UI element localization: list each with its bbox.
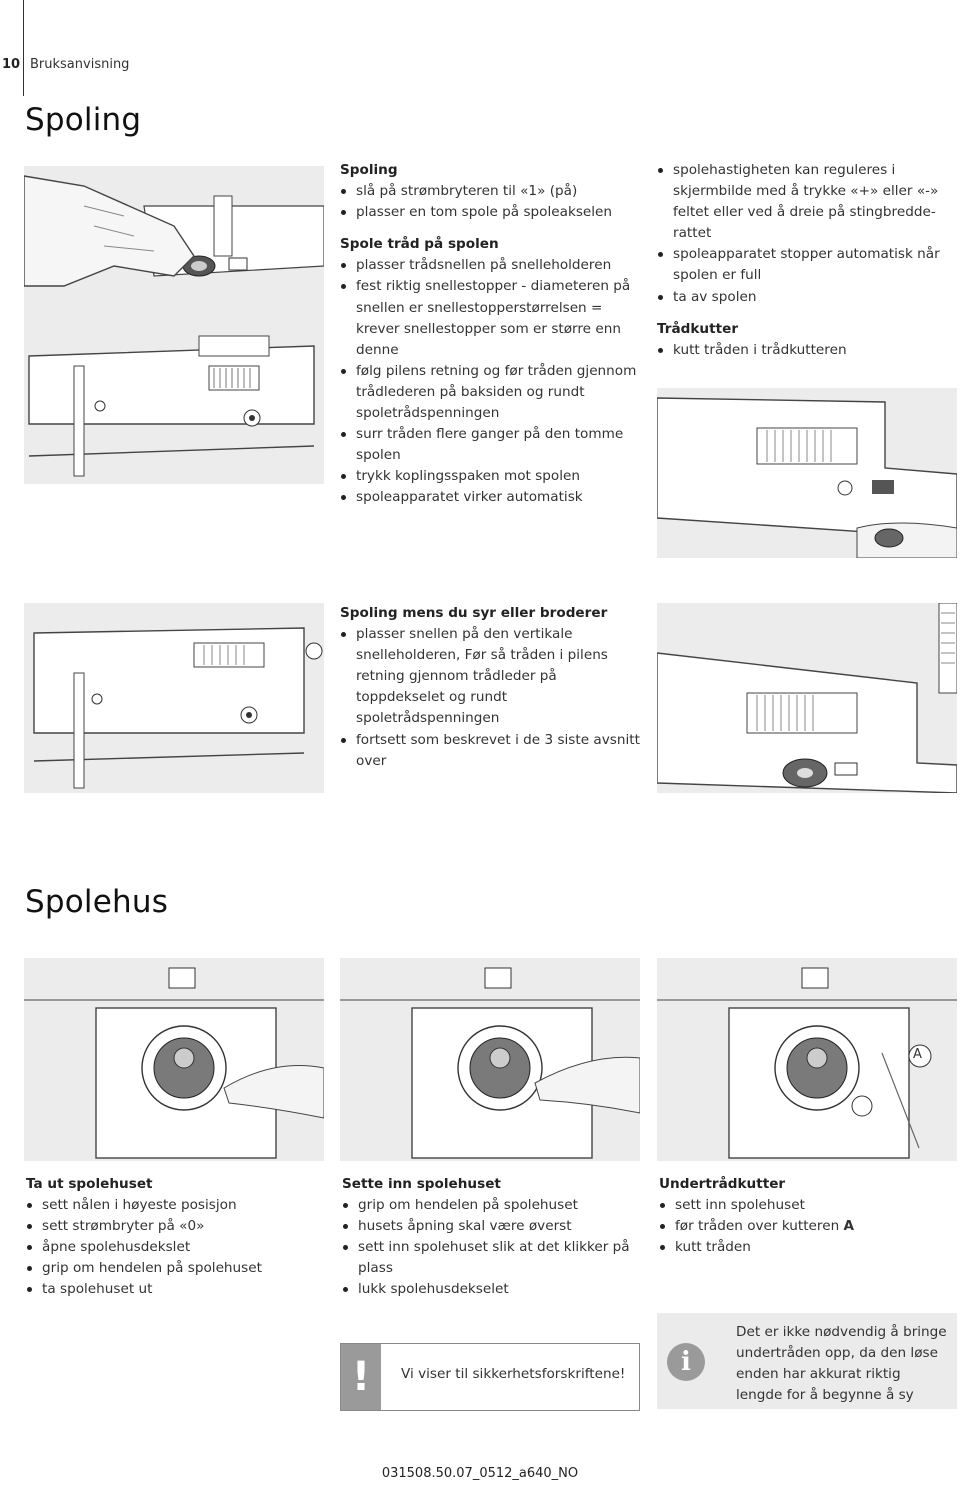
figure-bobbin-winding: [24, 166, 324, 484]
list-item: sett nålen i høyeste posisjon: [26, 1195, 326, 1216]
list-item: ta av spolen: [657, 287, 957, 308]
heading-tradkutter: Trådkutter: [657, 320, 739, 337]
list-item: spolehastigheten kan reguleres i skjermb…: [657, 160, 957, 244]
page-number: 10: [2, 57, 21, 72]
figure-vertical-spool-winding: [657, 603, 957, 793]
list-item: plasser snellen på den vertikale snelleh…: [340, 624, 640, 729]
list-ta-ut: sett nålen i høyeste posisjon sett strøm…: [26, 1195, 326, 1300]
figure-remove-bobbin-case: [24, 958, 324, 1161]
list-item: åpne spolehusdekslet: [26, 1237, 326, 1258]
list-item: grip om hendelen på spolehuset: [342, 1195, 642, 1216]
list-item: ta spolehuset ut: [26, 1279, 326, 1300]
info-icon: i: [667, 1343, 705, 1381]
text-col-spolehus-2: Sette inn spolehuset grip om hendelen på…: [342, 1174, 642, 1312]
heading-spole-trad: Spole tråd på spolen: [340, 236, 499, 253]
list-item: fest riktig snellestopper - diameteren p…: [340, 276, 640, 360]
heading-spoling-mens: Spoling mens du syr eller broderer: [340, 605, 608, 621]
list-item: plasser en tom spole på spoleakselen: [340, 202, 640, 223]
bold-label-a: A: [843, 1218, 855, 1235]
list-item: følg pilens retning og før tråden gjenno…: [340, 361, 640, 424]
list-item: spoleapparatet virker automatisk: [340, 487, 640, 508]
heading-sette-inn-spolehuset: Sette inn spolehuset: [342, 1176, 501, 1192]
text-col-spolehus-3: Undertrådkutter sett inn spolehuset før …: [659, 1174, 957, 1269]
list-item: fortsett som beskrevet i de 3 siste avsn…: [340, 730, 640, 772]
list-spoling-continued: spolehastigheten kan reguleres i skjermb…: [657, 160, 957, 308]
document-code: 031508.50.07_0512_a640_NO: [381, 1466, 579, 1481]
text-col-spoling-1: Spoling slå på strømbryteren til «1» (på…: [340, 160, 640, 520]
figure-label-a: A: [913, 1047, 922, 1062]
list-item: lukk spolehusdekselet: [342, 1279, 642, 1300]
figure-insert-bobbin-case: [340, 958, 640, 1161]
figure-thread-cutter: [657, 388, 957, 558]
heading-spoling: Spoling: [340, 162, 398, 178]
warning-icon: !: [341, 1344, 381, 1410]
section-title-spoling: Spoling: [25, 102, 142, 138]
list-item: grip om hendelen på spolehuset: [26, 1258, 326, 1279]
list-sette-inn: grip om hendelen på spolehuset husets åp…: [342, 1195, 642, 1300]
figure-winding-while-sewing: [24, 603, 324, 793]
text-col-spoling-2: spolehastigheten kan reguleres i skjermb…: [657, 160, 957, 372]
list-tradkutter: kutt tråden i trådkutteren: [657, 340, 957, 361]
heading-ta-ut-spolehuset: Ta ut spolehuset: [26, 1176, 153, 1192]
warning-box: ! Vi viser til sikkerhetsforskriftene!: [340, 1343, 640, 1411]
list-spoling-mens: plasser snellen på den vertikale snelleh…: [340, 624, 640, 772]
list-item: sett inn spolehuset: [659, 1195, 957, 1216]
list-item: slå på strømbryteren til «1» (på): [340, 181, 640, 202]
list-spole-trad: plasser trådsnellen på snelleholderen fe…: [340, 255, 640, 508]
list-undertradkutter: sett inn spolehuset før tråden over kutt…: [659, 1195, 957, 1258]
section-title-spolehus: Spolehus: [25, 884, 169, 920]
list-item: kutt tråden: [659, 1237, 957, 1258]
info-box: i Det er ikke nødvendig å bringe undertr…: [657, 1313, 957, 1409]
list-item: husets åpning skal være øverst: [342, 1216, 642, 1237]
list-item: spoleapparatet stopper automatisk når sp…: [657, 244, 957, 286]
list-item: sett strømbryter på «0»: [26, 1216, 326, 1237]
running-header: Bruksanvisning: [30, 57, 130, 72]
figure-bobbin-thread-cutter: A: [657, 958, 957, 1161]
list-item: trykk koplingsspaken mot spolen: [340, 466, 640, 487]
info-text: Det er ikke nødvendig å bringe undertråd…: [736, 1324, 947, 1404]
machine-illustration: [24, 166, 324, 484]
list-item: før tråden over kutteren A: [659, 1216, 957, 1237]
text-col-spoling-3: Spoling mens du syr eller broderer plass…: [340, 603, 640, 783]
list-item: sett inn spolehuset slik at det klikker …: [342, 1237, 642, 1279]
list-item: kutt tråden i trådkutteren: [657, 340, 957, 361]
margin-rule: [23, 0, 24, 96]
list-item: plasser trådsnellen på snelleholderen: [340, 255, 640, 276]
list-item: surr tråden flere ganger på den tomme sp…: [340, 424, 640, 466]
heading-undertradkutter: Undertrådkutter: [659, 1176, 786, 1192]
warning-text: Vi viser til sikkerhetsforskriftene!: [401, 1366, 626, 1382]
text-col-spolehus-1: Ta ut spolehuset sett nålen i høyeste po…: [26, 1174, 326, 1312]
list-spoling: slå på strømbryteren til «1» (på) plasse…: [340, 181, 640, 223]
